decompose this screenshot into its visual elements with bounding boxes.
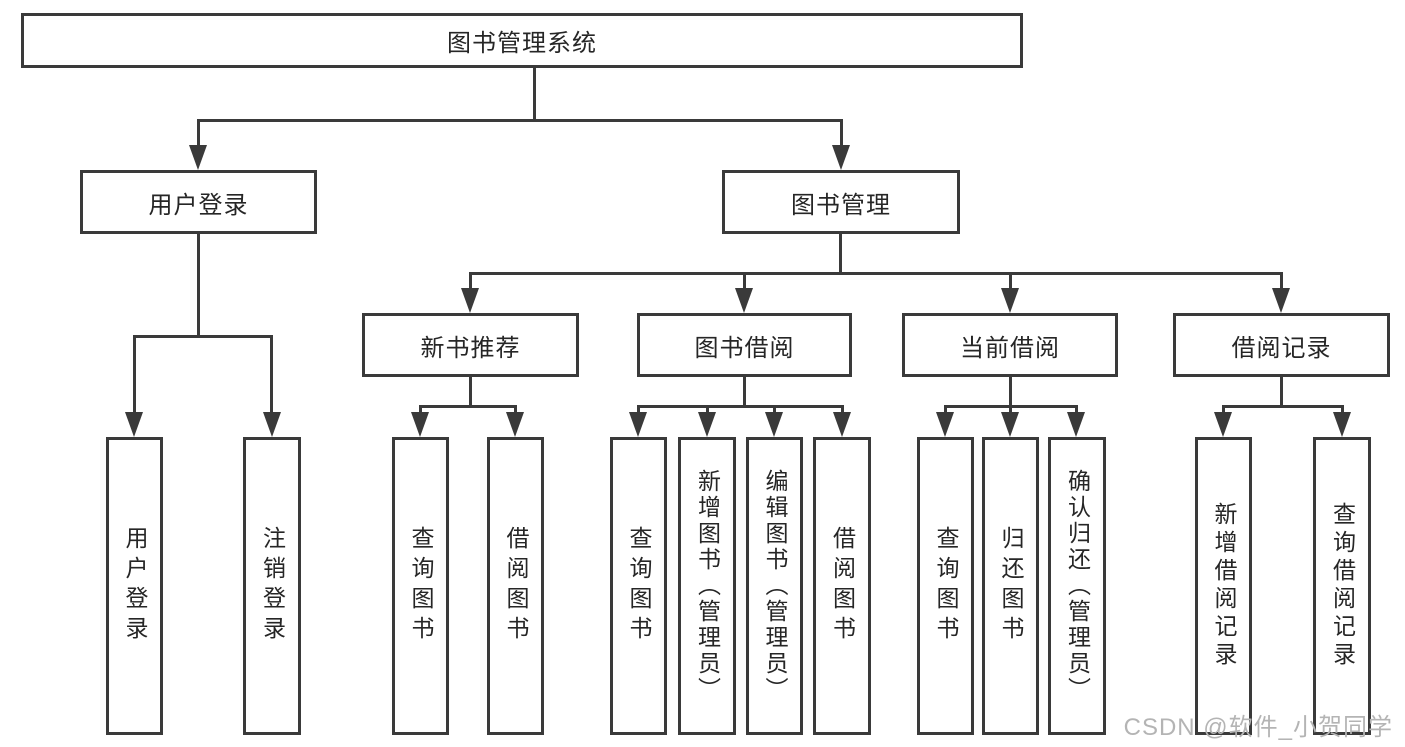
- connector-shaft: [1280, 272, 1283, 290]
- arrowhead-down-icon: [1272, 288, 1290, 313]
- node-book-management: 图书管理: [722, 170, 960, 234]
- arrowhead-down-icon: [1067, 412, 1085, 437]
- connector-shaft: [270, 335, 273, 414]
- node-current-borrowing: 当前借阅: [902, 313, 1118, 377]
- connector-root-stem: [533, 68, 536, 121]
- connector-records-bus: [1222, 405, 1342, 408]
- leaf-newbook-query-books: 查询图书: [392, 437, 449, 735]
- leaf-logout: 注销登录: [243, 437, 301, 735]
- arrowhead-down-icon: [936, 412, 954, 437]
- connector-shaft: [514, 405, 517, 415]
- connector-shaft: [637, 405, 640, 415]
- connector-newbook-bus: [419, 405, 516, 408]
- arrowhead-down-icon: [125, 412, 143, 437]
- leaf-current-query-books: 查询图书: [917, 437, 974, 735]
- connector-borrow-bus: [637, 405, 843, 408]
- connector-shaft: [841, 405, 844, 415]
- connector-shaft: [419, 405, 422, 415]
- leaf-current-return-books: 归还图书: [982, 437, 1039, 735]
- leaf-borrow-borrow-books: 借阅图书: [813, 437, 871, 735]
- connector-shaft: [944, 405, 947, 415]
- connector-shaft: [1341, 405, 1344, 415]
- connector-shaft: [133, 335, 136, 414]
- arrowhead-down-icon: [263, 412, 281, 437]
- connector-user-login-stem: [197, 234, 200, 337]
- connector-current-stem: [1009, 377, 1012, 408]
- leaf-borrow-query-books: 查询图书: [610, 437, 667, 735]
- connector-level2-bus: [469, 272, 1282, 275]
- connector-shaft: [469, 272, 472, 290]
- connector-book-management-stem: [839, 234, 842, 274]
- connector-shaft: [1009, 272, 1012, 290]
- arrowhead-down-icon: [189, 145, 207, 170]
- node-book-borrowing: 图书借阅: [637, 313, 852, 377]
- connector-shaft: [1222, 405, 1225, 415]
- arrowhead-down-icon: [1001, 288, 1019, 313]
- leaf-current-confirm-return-admin: 确认归还（管理员）: [1048, 437, 1106, 735]
- arrowhead-down-icon: [461, 288, 479, 313]
- arrowhead-down-icon: [765, 412, 783, 437]
- csdn-watermark: CSDN @软件_小贺同学: [1123, 714, 1393, 741]
- connector-shaft: [840, 119, 843, 147]
- arrowhead-down-icon: [629, 412, 647, 437]
- leaf-records-query-borrow-record: 查询借阅记录: [1313, 437, 1371, 735]
- leaf-user-login: 用户登录: [106, 437, 163, 735]
- leaf-borrow-edit-books-admin: 编辑图书（管理员）: [746, 437, 803, 735]
- connector-user-login-bus: [133, 335, 273, 338]
- arrowhead-down-icon: [1333, 412, 1351, 437]
- arrowhead-down-icon: [411, 412, 429, 437]
- connector-shaft: [197, 119, 200, 147]
- connector-shaft: [706, 405, 709, 415]
- node-library-management-system: 图书管理系统: [21, 13, 1023, 68]
- node-borrowing-records: 借阅记录: [1173, 313, 1390, 377]
- connector-level1-bus: [197, 119, 842, 122]
- arrowhead-down-icon: [1001, 412, 1019, 437]
- arrowhead-down-icon: [832, 145, 850, 170]
- connector-shaft: [743, 272, 746, 290]
- leaf-records-add-borrow-record: 新增借阅记录: [1195, 437, 1252, 735]
- arrowhead-down-icon: [698, 412, 716, 437]
- connector-shaft: [773, 405, 776, 415]
- connector-newbook-stem: [469, 377, 472, 408]
- arrowhead-down-icon: [735, 288, 753, 313]
- connector-shaft: [1009, 405, 1012, 415]
- node-new-book-recommendation: 新书推荐: [362, 313, 579, 377]
- arrowhead-down-icon: [506, 412, 524, 437]
- connector-borrow-stem: [743, 377, 746, 408]
- leaf-newbook-borrow-books: 借阅图书: [487, 437, 544, 735]
- arrowhead-down-icon: [833, 412, 851, 437]
- leaf-borrow-add-books-admin: 新增图书（管理员）: [678, 437, 736, 735]
- connector-records-stem: [1280, 377, 1283, 408]
- arrowhead-down-icon: [1214, 412, 1232, 437]
- node-user-login: 用户登录: [80, 170, 317, 234]
- connector-shaft: [1075, 405, 1078, 415]
